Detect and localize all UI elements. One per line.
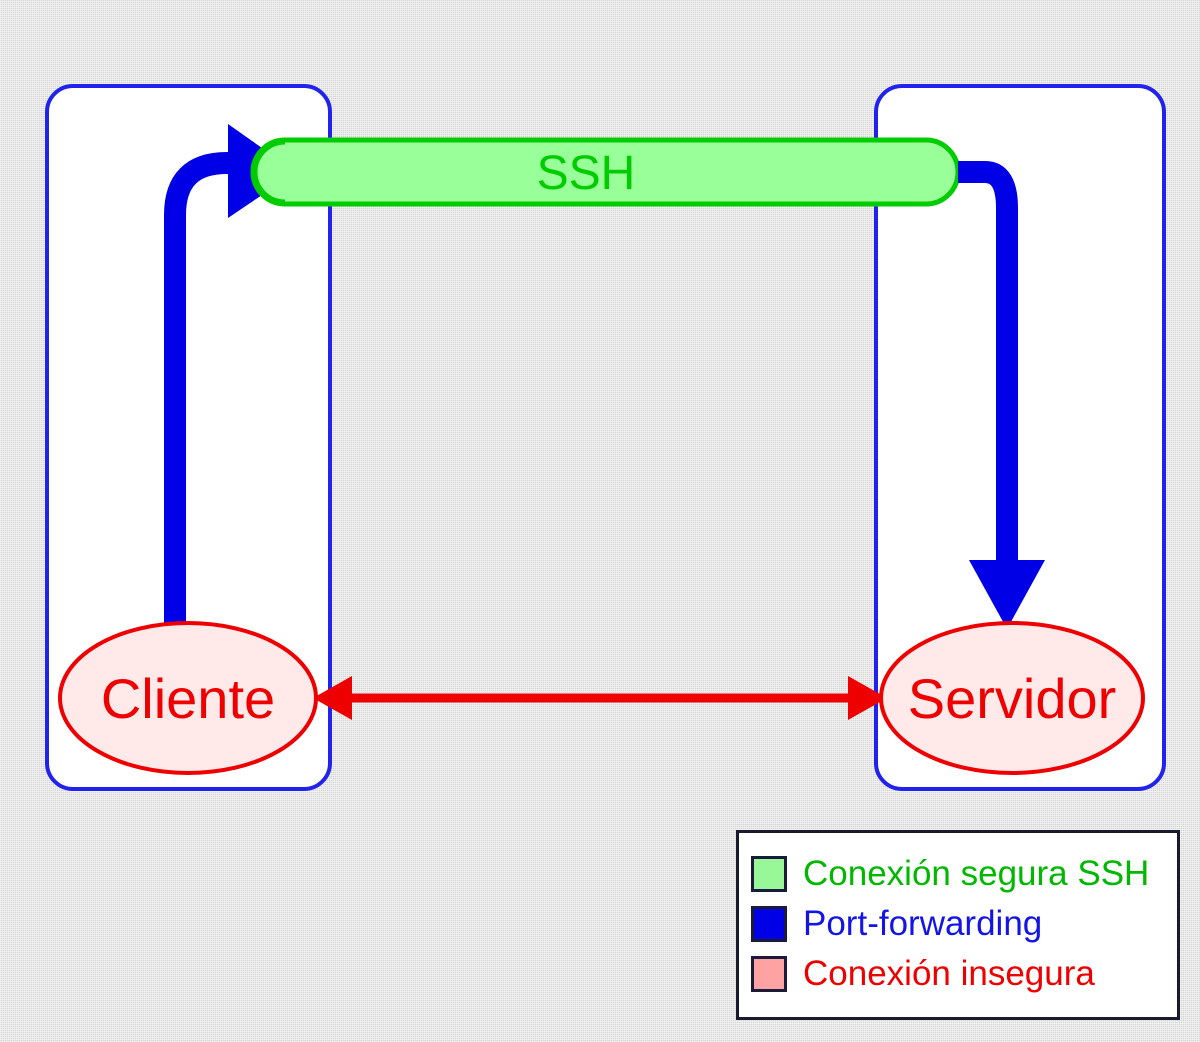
client-host-box — [45, 84, 332, 791]
legend-swatch-port-forwarding — [751, 906, 787, 942]
legend-label-port-forwarding: Port-forwarding — [803, 904, 1043, 943]
client-node-label: Cliente — [101, 667, 275, 730]
legend-item-port-forwarding: Port-forwarding — [751, 899, 1169, 949]
server-node[interactable] — [879, 621, 1145, 775]
insecure-arrowhead-left — [313, 676, 352, 720]
client-label-text: Cliente — [101, 667, 275, 730]
legend-swatch-secure-ssh — [751, 856, 787, 892]
port-forwarding-server-path — [958, 161, 1018, 568]
legend-items: Conexión segura SSH Port-forwarding Cone… — [751, 849, 1169, 999]
port-forwarding-server-arrowhead — [969, 560, 1045, 629]
insecure-arrowhead-right — [848, 676, 887, 720]
legend-item-secure-ssh: Conexión segura SSH — [751, 849, 1169, 899]
legend-label-insecure: Conexión insegura — [803, 954, 1095, 993]
server-node-label: Servidor — [908, 667, 1117, 730]
legend-label-secure-ssh: Conexión segura SSH — [803, 854, 1150, 893]
ssh-tunnel-label: SSH — [537, 147, 636, 200]
legend: Conexión segura SSH Port-forwarding Cone… — [736, 830, 1180, 1020]
server-host-box — [874, 84, 1166, 791]
ssh-tunnel-mouth-arc — [252, 139, 286, 205]
legend-item-insecure: Conexión insegura — [751, 949, 1169, 999]
client-node[interactable] — [58, 621, 318, 775]
server-label-text: Servidor — [908, 667, 1117, 730]
port-forwarding-client-path — [164, 152, 243, 645]
legend-swatch-insecure — [751, 956, 787, 992]
ssh-label-text: SSH — [537, 147, 636, 200]
